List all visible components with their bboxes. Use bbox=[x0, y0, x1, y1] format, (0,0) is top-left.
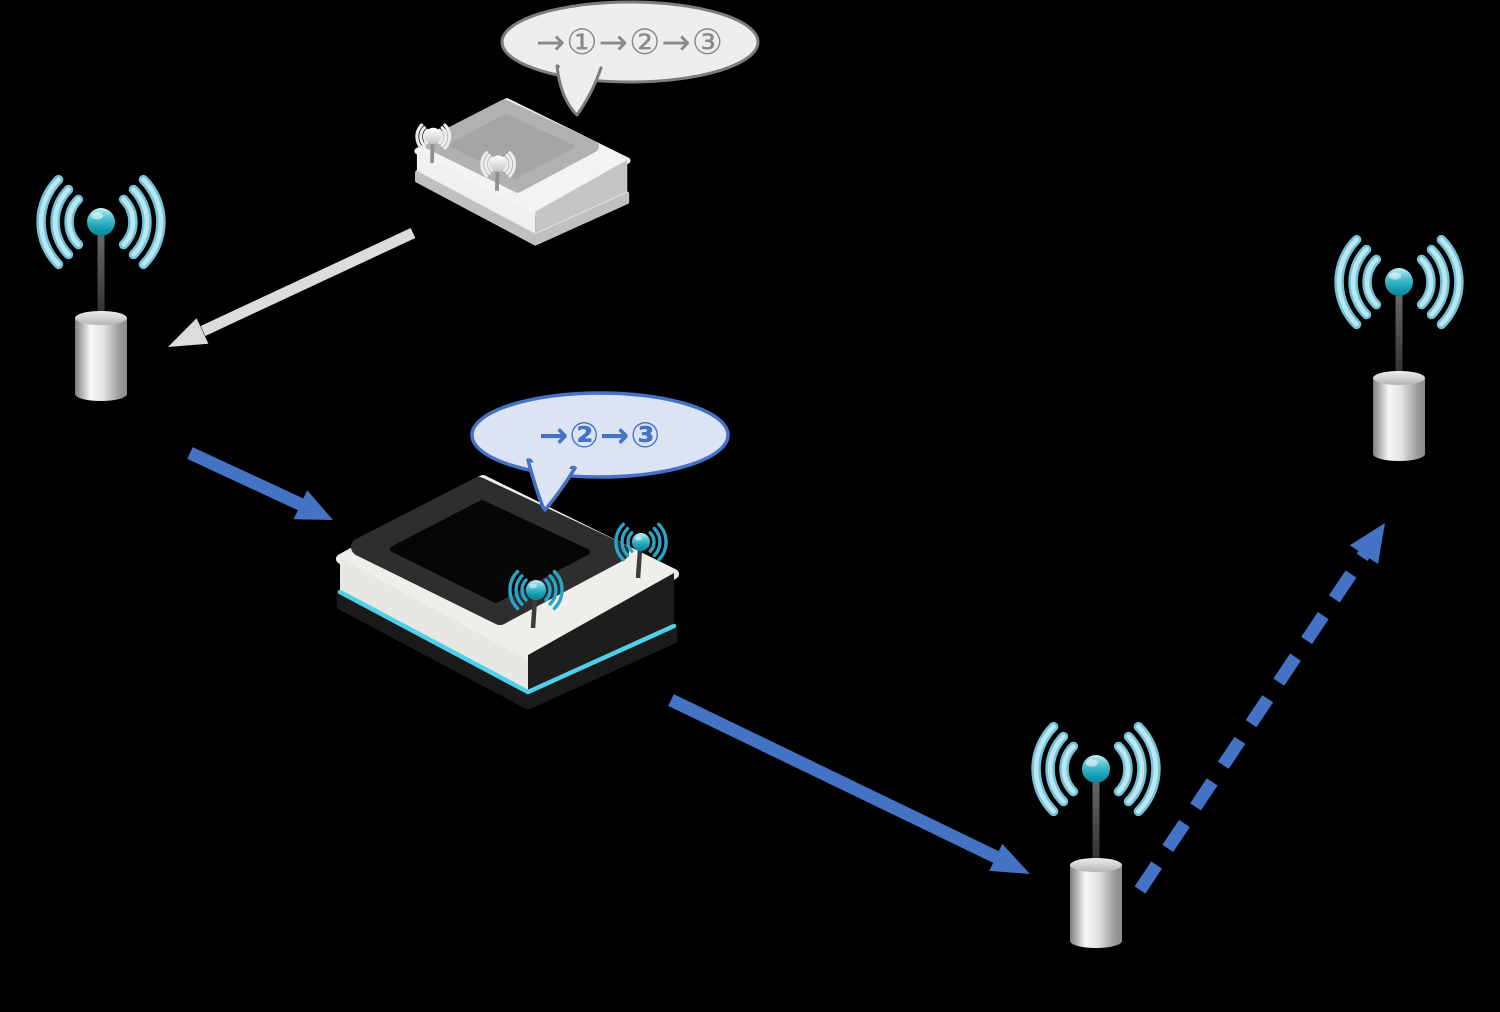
robot-route-label: →②→③ bbox=[539, 416, 661, 456]
speech-bubble-robot bbox=[470, 391, 730, 512]
arrow-ap-left-to-robot bbox=[187, 447, 333, 520]
arrow-source-to-ap-left bbox=[168, 228, 416, 347]
access-point-right-icon bbox=[1339, 240, 1459, 461]
ghost-antenna-center bbox=[480, 151, 517, 191]
robot-antenna-right bbox=[614, 522, 668, 579]
source-device-ghost bbox=[414, 98, 631, 246]
robot-screen bbox=[390, 500, 590, 603]
agv-robot bbox=[336, 475, 679, 710]
arrow-robot-to-ap-bottom bbox=[668, 694, 1030, 874]
source-route-label: →①→②→③ bbox=[535, 23, 725, 63]
arrow-ap-bottom-to-ap-right-dashed bbox=[1134, 523, 1385, 894]
ghost-antenna-left bbox=[415, 123, 452, 164]
robot-light-strip bbox=[337, 589, 677, 695]
access-point-left-icon bbox=[41, 180, 161, 401]
speech-bubble-source bbox=[500, 0, 760, 117]
access-point-bottom-icon bbox=[1036, 727, 1156, 948]
robot-antenna-center bbox=[508, 569, 564, 629]
